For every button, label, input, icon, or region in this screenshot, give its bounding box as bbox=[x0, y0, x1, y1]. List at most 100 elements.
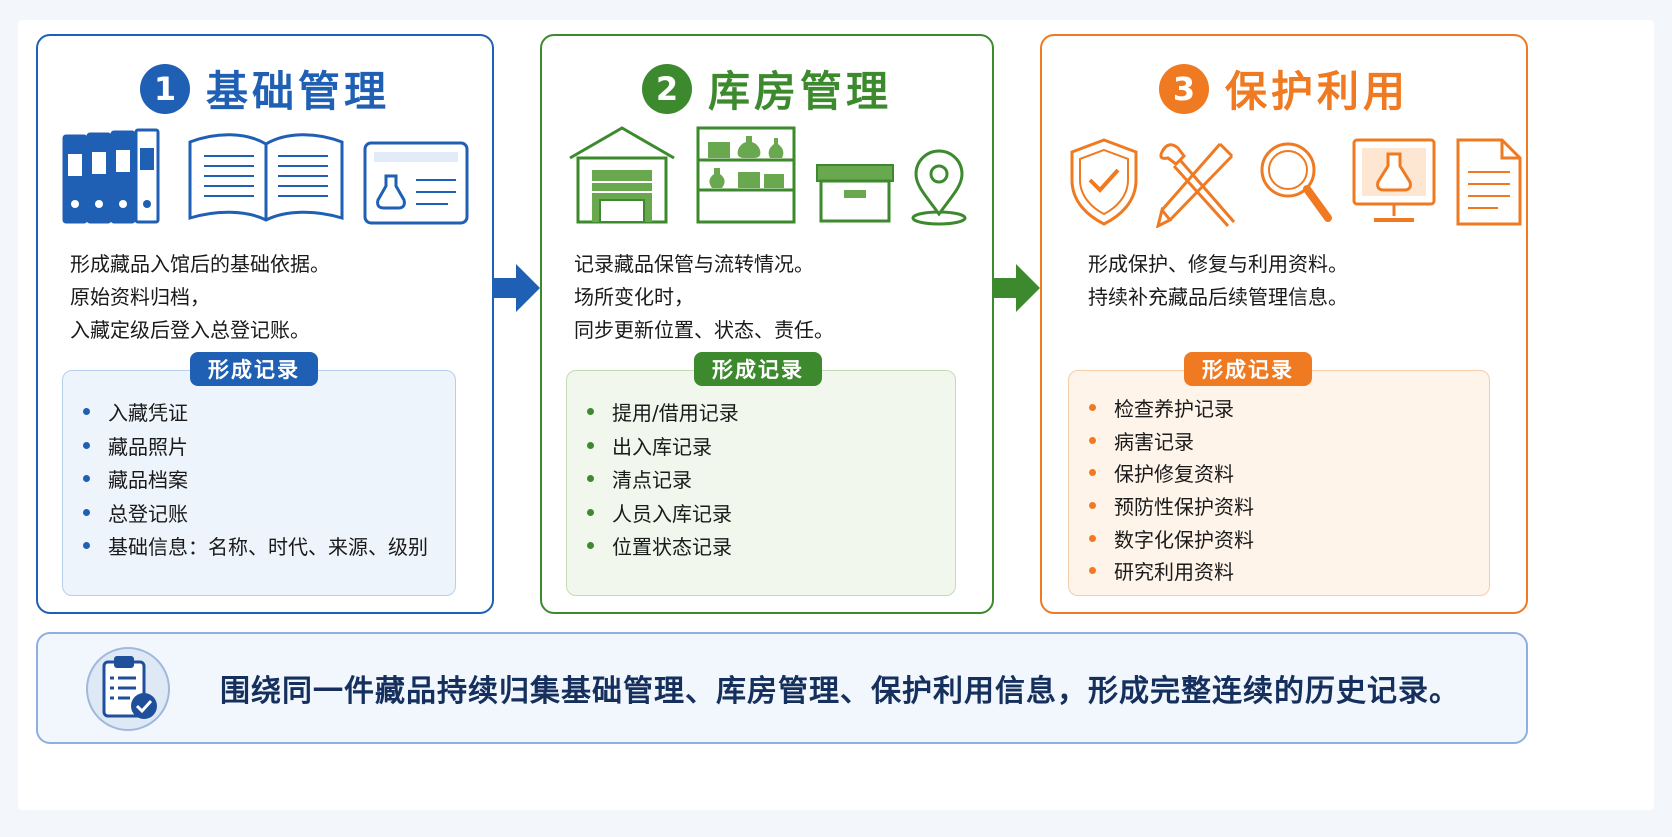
record-text: 病害记录 bbox=[1114, 429, 1194, 454]
stage-header: 1 基础管理 bbox=[38, 58, 492, 119]
list-item: 数字化保护资料 bbox=[1089, 522, 1479, 555]
record-text: 清点记录 bbox=[612, 468, 692, 493]
records-box: 提用/借用记录 出入库记录 清点记录 人员入库记录 位置状态记录 bbox=[566, 370, 956, 596]
bullet-dot bbox=[83, 475, 90, 483]
record-text: 入藏凭证 bbox=[108, 401, 188, 426]
description-line: 记录藏品保管与流转情况。 bbox=[574, 252, 814, 276]
stage-icon-row bbox=[58, 124, 472, 266]
record-text: 研究利用资料 bbox=[1114, 560, 1234, 585]
summary-bar: 围绕同一件藏品持续归集基础管理、库房管理、保护利用信息，形成完整连续的历史记录。 bbox=[36, 632, 1528, 744]
description-line: 形成保护、修复与利用资料。 bbox=[1088, 252, 1348, 276]
bullet-dot bbox=[83, 542, 90, 550]
record-text: 藏品档案 bbox=[108, 468, 188, 493]
bullet-dot bbox=[83, 441, 90, 449]
bullet-dot bbox=[1089, 534, 1096, 542]
stage-title: 库房管理 bbox=[707, 67, 892, 116]
bullet-dot bbox=[587, 508, 594, 516]
records-label: 形成记录 bbox=[190, 352, 318, 386]
record-text: 数字化保护资料 bbox=[1114, 527, 1254, 552]
record-text: 提用/借用记录 bbox=[612, 401, 739, 426]
stage-title: 基础管理 bbox=[205, 67, 390, 116]
arrow-right-icon bbox=[494, 264, 540, 312]
bullet-dot bbox=[587, 441, 594, 449]
stage-header: 2 库房管理 bbox=[542, 58, 992, 119]
description-line: 入藏定级后登入总登记账。 bbox=[70, 318, 310, 342]
list-item: 病害记录 bbox=[1089, 424, 1479, 457]
list-item: 提用/借用记录 bbox=[587, 395, 945, 429]
stage-title: 保护利用 bbox=[1224, 67, 1409, 116]
record-text: 人员入库记录 bbox=[612, 501, 732, 526]
list-item: 总登记账 bbox=[83, 496, 445, 530]
record-text: 检查养护记录 bbox=[1114, 396, 1234, 421]
description-line: 同步更新位置、状态、责任。 bbox=[574, 318, 834, 342]
bullet-dot bbox=[587, 475, 594, 483]
list-item: 保护修复资料 bbox=[1089, 456, 1479, 489]
records-box: 入藏凭证 藏品照片 藏品档案 总登记账 基础信息：名称、时代、来源、级别 bbox=[62, 370, 456, 596]
stage-number-badge: 2 bbox=[641, 63, 692, 114]
stage-description: 记录藏品保管与流转情况。 场所变化时， 同步更新位置、状态、责任。 bbox=[574, 248, 972, 347]
list-item: 出入库记录 bbox=[587, 429, 945, 463]
stage-number-badge: 1 bbox=[139, 63, 190, 114]
record-text: 位置状态记录 bbox=[612, 535, 732, 560]
document-icon bbox=[1456, 138, 1522, 226]
stage-panel-basic-management: 1 基础管理 bbox=[36, 34, 494, 614]
stage-description: 形成保护、修复与利用资料。 持续补充藏品后续管理信息。 bbox=[1088, 248, 1506, 314]
stage-header: 3 保护利用 bbox=[1042, 58, 1526, 119]
stage-icon-row bbox=[1062, 124, 1522, 266]
list-item: 基础信息：名称、时代、来源、级别 bbox=[83, 529, 445, 563]
bullet-dot bbox=[83, 408, 90, 416]
bullet-dot bbox=[587, 542, 594, 550]
list-item: 检查养护记录 bbox=[1089, 391, 1479, 424]
bullet-dot bbox=[1089, 567, 1096, 575]
bullet-dot bbox=[1089, 469, 1096, 477]
bullet-dot bbox=[1089, 501, 1096, 509]
stage-number-badge: 3 bbox=[1158, 63, 1209, 114]
brush-tools-icon bbox=[1155, 142, 1236, 228]
arrow-right-icon bbox=[994, 264, 1040, 312]
stage-icon-row bbox=[562, 124, 972, 266]
monitor-artifact-icon bbox=[1352, 138, 1436, 222]
warehouse-icon bbox=[569, 126, 675, 224]
description-line: 原始资料归档， bbox=[70, 285, 210, 309]
artifact-card-icon bbox=[363, 141, 469, 225]
records-list: 提用/借用记录 出入库记录 清点记录 人员入库记录 位置状态记录 bbox=[587, 395, 945, 563]
list-item: 研究利用资料 bbox=[1089, 554, 1479, 587]
records-label: 形成记录 bbox=[1184, 352, 1312, 386]
bullet-dot bbox=[83, 508, 90, 516]
summary-text: 围绕同一件藏品持续归集基础管理、库房管理、保护利用信息，形成完整连续的历史记录。 bbox=[220, 674, 1460, 709]
list-item: 预防性保护资料 bbox=[1089, 489, 1479, 522]
bullet-dot bbox=[1089, 436, 1096, 444]
storage-box-icon bbox=[816, 164, 894, 223]
shield-check-icon bbox=[1070, 138, 1138, 226]
list-item: 人员入库记录 bbox=[587, 496, 945, 530]
bullet-dot bbox=[1089, 403, 1096, 411]
record-text: 藏品照片 bbox=[108, 434, 188, 459]
records-box: 检查养护记录 病害记录 保护修复资料 预防性保护资料 数字化保护资料 研究利用资… bbox=[1068, 370, 1490, 596]
description-line: 形成藏品入馆后的基础依据。 bbox=[70, 252, 330, 276]
location-pin-icon bbox=[911, 149, 967, 226]
stage-panel-storage-management: 2 库房管理 bbox=[540, 34, 994, 614]
list-item: 藏品照片 bbox=[83, 429, 445, 463]
clipboard-check-icon bbox=[86, 647, 170, 731]
description-line: 场所变化时， bbox=[574, 285, 694, 309]
description-line: 持续补充藏品后续管理信息。 bbox=[1088, 285, 1348, 309]
record-text: 出入库记录 bbox=[612, 434, 712, 459]
storage-shelf-icon bbox=[696, 126, 796, 224]
magnifier-icon bbox=[1260, 142, 1332, 222]
list-item: 入藏凭证 bbox=[83, 395, 445, 429]
stage-description: 形成藏品入馆后的基础依据。 原始资料归档， 入藏定级后登入总登记账。 bbox=[70, 248, 472, 347]
record-text: 基础信息：名称、时代、来源、级别 bbox=[108, 535, 428, 560]
records-label: 形成记录 bbox=[694, 352, 822, 386]
record-text: 总登记账 bbox=[108, 501, 188, 526]
record-text: 预防性保护资料 bbox=[1114, 494, 1254, 519]
bullet-dot bbox=[587, 408, 594, 416]
open-book-icon bbox=[188, 133, 344, 222]
binders-icon bbox=[62, 128, 160, 224]
list-item: 位置状态记录 bbox=[587, 529, 945, 563]
records-list: 入藏凭证 藏品照片 藏品档案 总登记账 基础信息：名称、时代、来源、级别 bbox=[83, 395, 445, 563]
list-item: 藏品档案 bbox=[83, 462, 445, 496]
list-item: 清点记录 bbox=[587, 462, 945, 496]
records-list: 检查养护记录 病害记录 保护修复资料 预防性保护资料 数字化保护资料 研究利用资… bbox=[1089, 391, 1479, 587]
record-text: 保护修复资料 bbox=[1114, 462, 1234, 487]
stage-panel-protection-utilization: 3 保护利用 bbox=[1040, 34, 1528, 614]
